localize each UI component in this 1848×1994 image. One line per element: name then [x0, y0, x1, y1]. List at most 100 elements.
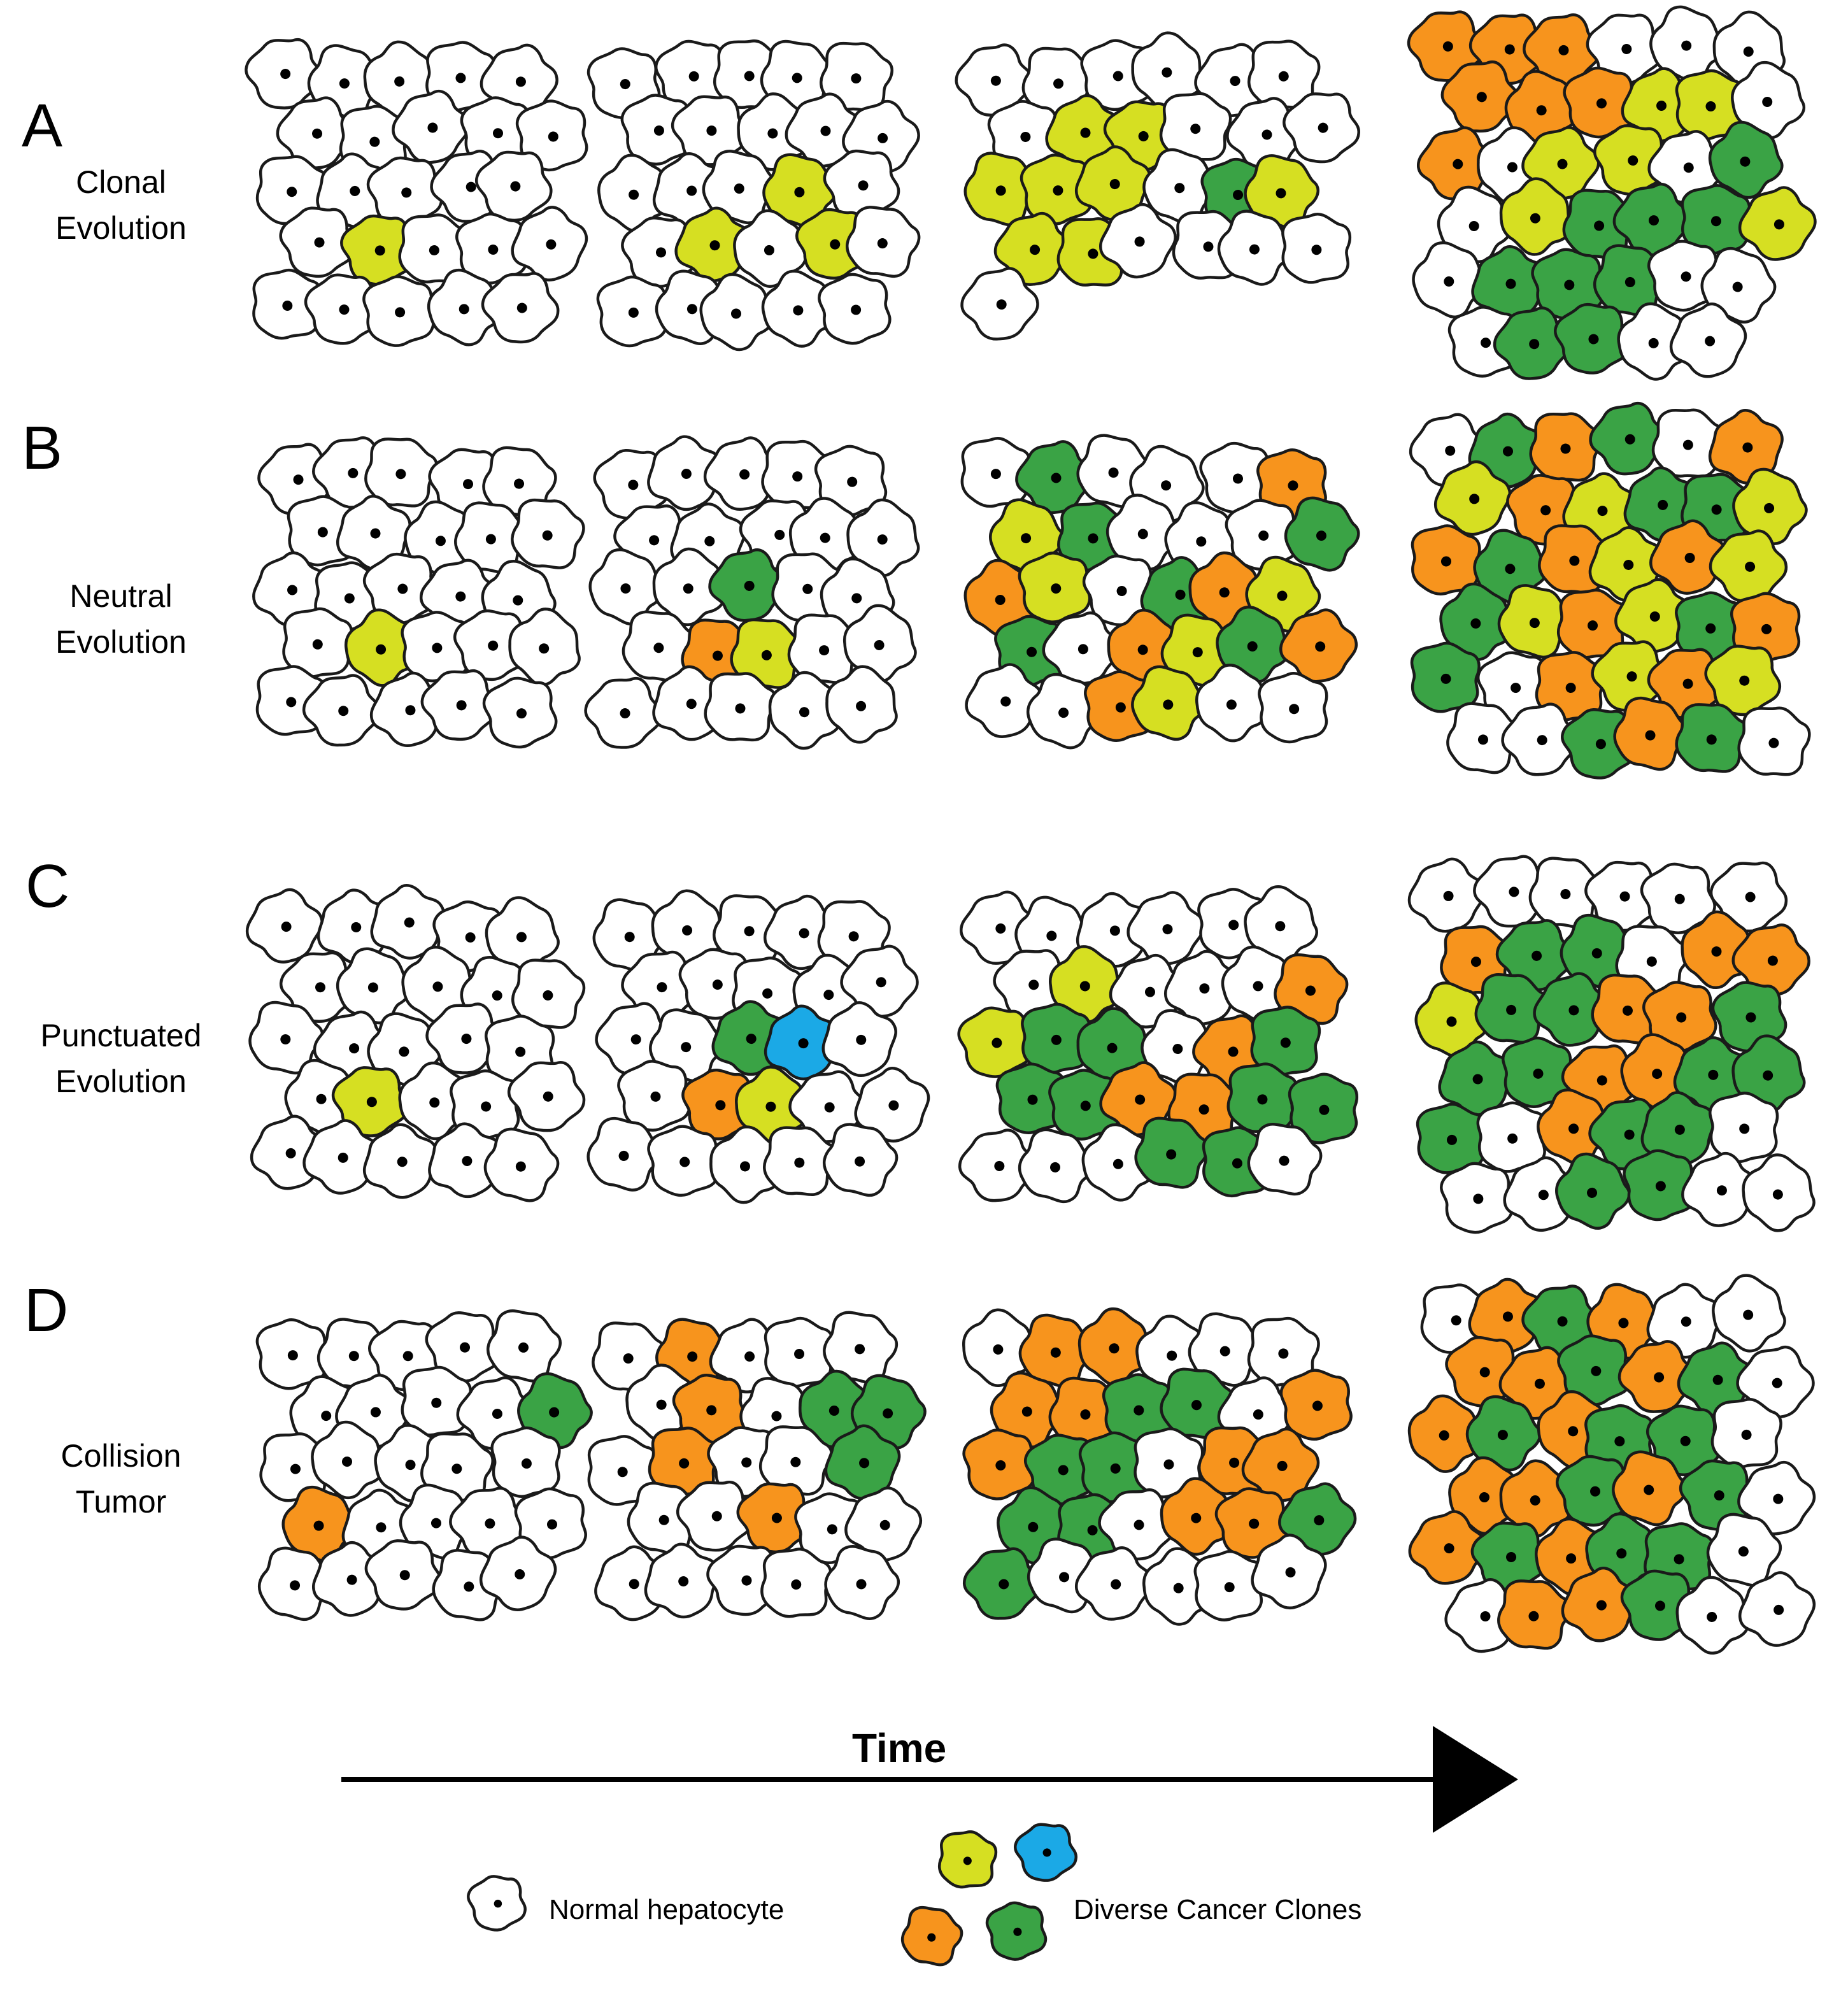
nucleus	[1440, 673, 1451, 684]
nucleus	[405, 1460, 416, 1471]
nucleus	[1590, 1486, 1601, 1497]
nucleus	[1682, 439, 1693, 450]
panel-b-3	[960, 434, 1360, 750]
nucleus	[1569, 555, 1580, 566]
nucleus	[1711, 504, 1722, 515]
nucleus	[744, 71, 755, 82]
nucleus	[874, 639, 885, 650]
green-clone-cell	[824, 1424, 901, 1500]
nucleus	[730, 308, 741, 319]
nucleus	[293, 474, 304, 485]
nucleus	[764, 245, 774, 255]
nucleus	[1476, 92, 1487, 103]
nucleus	[1115, 702, 1126, 713]
nucleus	[1262, 129, 1272, 140]
nucleus	[1027, 646, 1037, 657]
nucleus	[321, 1411, 332, 1421]
nucleus	[1655, 1181, 1666, 1192]
nucleus	[1676, 1012, 1687, 1023]
nucleus	[1443, 890, 1454, 901]
nucleus	[1116, 586, 1127, 597]
nucleus	[280, 1034, 291, 1044]
nucleus	[1167, 1350, 1177, 1361]
nucleus	[686, 699, 697, 709]
normal-hepatocyte	[1737, 1460, 1816, 1535]
nucleus	[1558, 45, 1569, 55]
nucleus	[1507, 1133, 1518, 1144]
normal-hepatocyte	[245, 38, 323, 110]
nucleus	[1658, 499, 1668, 510]
nucleus	[548, 131, 558, 142]
nucleus	[1740, 156, 1751, 167]
nucleus	[851, 304, 862, 315]
normal-hepatocyte	[596, 275, 668, 348]
nucleus	[859, 1458, 870, 1469]
nucleus	[629, 1579, 639, 1590]
time-arrow-head	[1433, 1726, 1518, 1833]
nucleus	[855, 1156, 865, 1167]
nucleus	[515, 1161, 526, 1172]
nucleus	[1058, 1465, 1069, 1476]
nucleus	[488, 640, 499, 651]
nucleus	[430, 1518, 441, 1528]
normal-hepatocyte	[644, 1542, 720, 1619]
nucleus	[290, 1463, 301, 1474]
nucleus	[286, 697, 297, 708]
nucleus	[1761, 623, 1772, 634]
nucleus	[1768, 737, 1779, 748]
nucleus	[1253, 1409, 1263, 1420]
nucleus	[1557, 1316, 1568, 1327]
nucleus	[515, 1569, 525, 1580]
nucleus	[711, 1511, 722, 1521]
nucleus	[488, 244, 499, 255]
legend-green-clone-icon	[985, 1901, 1048, 1961]
nucleus	[1247, 641, 1258, 652]
nucleus	[741, 1575, 752, 1586]
nucleus	[1279, 1155, 1290, 1166]
nucleus	[1080, 1409, 1091, 1420]
nucleus	[1763, 1070, 1773, 1081]
nucleus	[704, 536, 715, 546]
nucleus	[348, 1351, 359, 1362]
nucleus	[687, 1351, 698, 1362]
nucleus	[349, 1043, 360, 1054]
normal-hepatocyte	[282, 607, 353, 678]
nucleus	[1059, 1572, 1070, 1583]
nucleus	[657, 982, 667, 993]
normal-hepatocyte	[620, 94, 695, 166]
nucleus	[369, 136, 380, 147]
nucleus	[1596, 1075, 1607, 1086]
nucleus	[744, 580, 755, 591]
nucleus	[1275, 921, 1286, 932]
nucleus	[856, 701, 867, 711]
nucleus	[630, 1034, 641, 1045]
nucleus	[1773, 1604, 1784, 1615]
nucleus	[1049, 1162, 1060, 1172]
nucleus	[395, 307, 406, 318]
nucleus	[1163, 1459, 1174, 1470]
normal-hepatocyte	[1709, 861, 1788, 933]
nucleus	[485, 1518, 495, 1529]
nucleus	[1745, 892, 1756, 902]
nucleus	[287, 187, 297, 197]
nucleus	[771, 1513, 782, 1523]
nucleus	[518, 1342, 529, 1353]
nucleus	[653, 643, 664, 653]
nucleus	[1706, 734, 1717, 745]
row-title-b-line-2: Evolution	[55, 624, 187, 660]
nucleus	[798, 1038, 809, 1049]
nucleus	[792, 471, 803, 482]
nucleus	[1020, 131, 1031, 142]
panel-a-1	[245, 38, 588, 347]
normal-hepatocyte	[814, 445, 888, 517]
nucleus	[282, 301, 293, 311]
orange-clone-cell	[1417, 126, 1496, 201]
row-letter-d: D	[24, 1276, 69, 1344]
orange-clone-cell	[1411, 524, 1481, 595]
nucleus	[539, 643, 550, 654]
nucleus	[739, 469, 750, 480]
nucleus	[1773, 1493, 1784, 1504]
nucleus	[1161, 480, 1172, 491]
normal-hepatocyte	[1042, 611, 1121, 685]
nucleus	[431, 1397, 442, 1408]
